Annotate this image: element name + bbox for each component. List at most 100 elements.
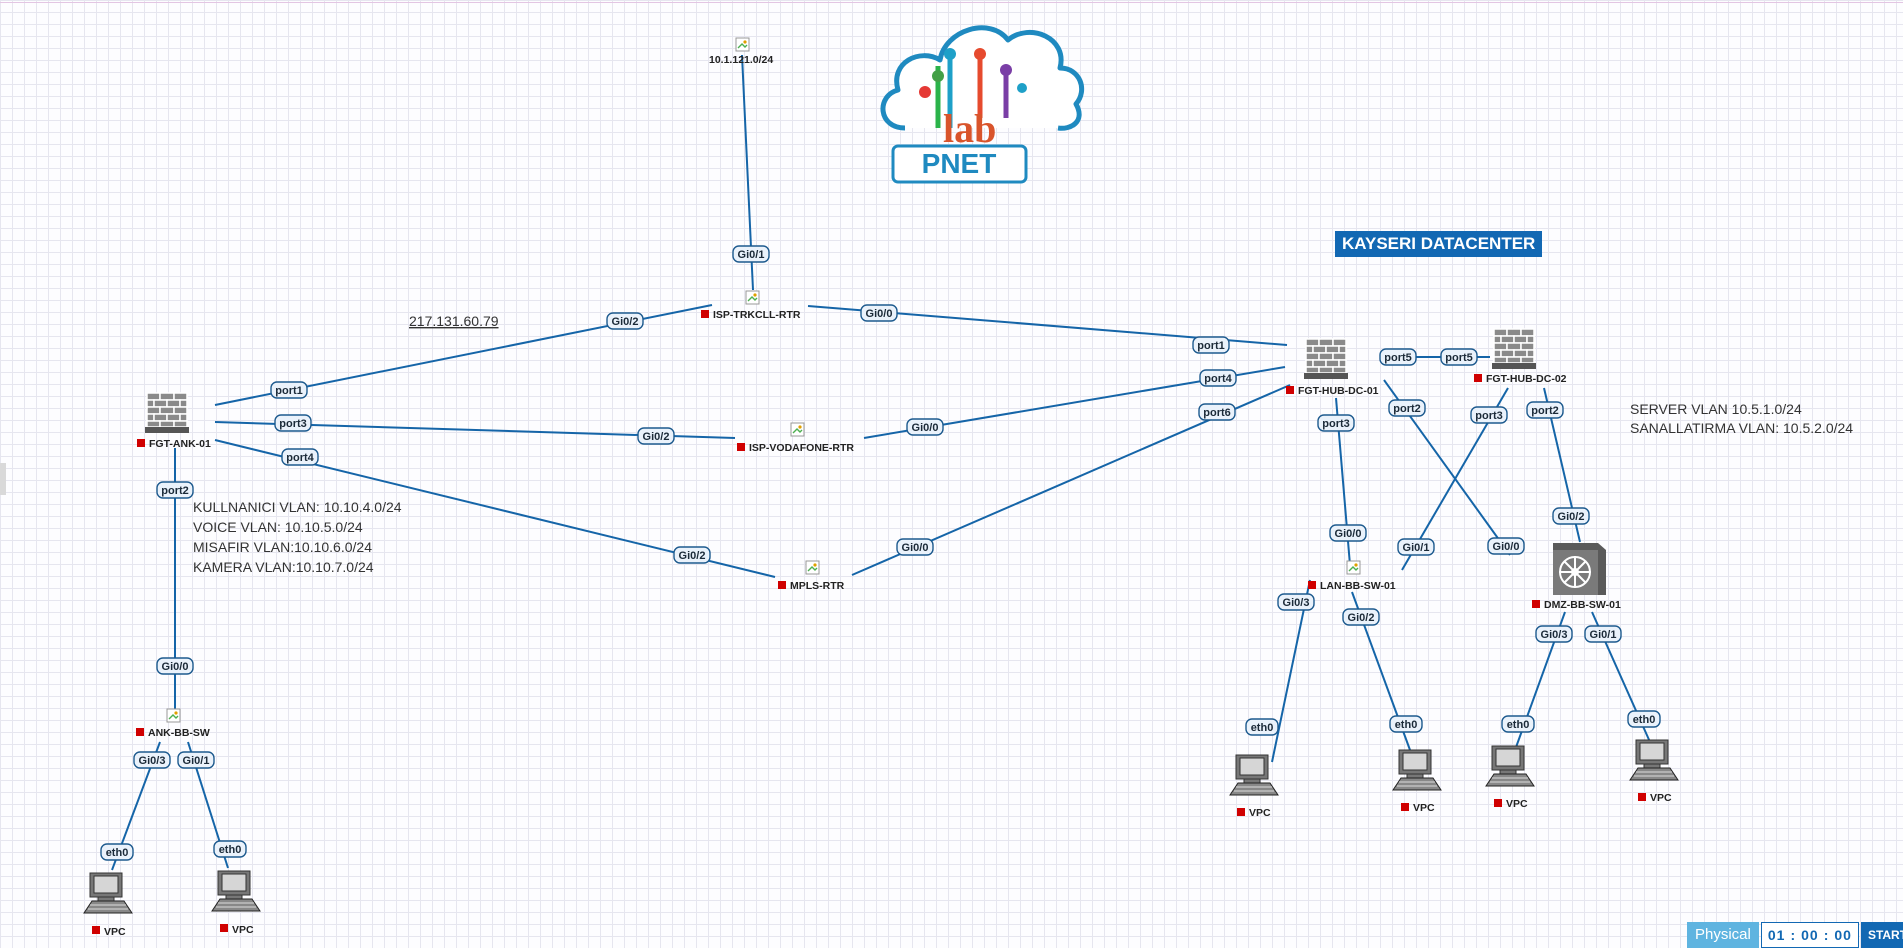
svg-text:Gi0/3: Gi0/3 <box>1283 597 1310 609</box>
node-fgt-ank[interactable]: FGT-ANK-01 <box>137 392 211 450</box>
svg-text:Gi0/1: Gi0/1 <box>1403 542 1430 554</box>
physical-view-button[interactable]: Physical <box>1687 922 1759 948</box>
if-ank-vpc2-eth0[interactable]: eth0 <box>213 840 247 858</box>
if-hub1-port3[interactable]: port3 <box>1317 414 1355 432</box>
status-indicator <box>1237 808 1245 816</box>
if-lan-gi03[interactable]: Gi0/3 <box>1277 593 1315 611</box>
if-anksw-gi03[interactable]: Gi0/3 <box>133 751 171 769</box>
if-anksw-gi01[interactable]: Gi0/1 <box>177 751 215 769</box>
if-dmz-vpc1-eth0[interactable]: eth0 <box>1501 715 1535 733</box>
status-indicator <box>92 926 100 934</box>
svg-text:eth0: eth0 <box>1395 719 1418 731</box>
node-vpc-dmz-2[interactable]: VPC <box>1629 739 1679 804</box>
node-mpls[interactable]: MPLS-RTR <box>778 560 845 592</box>
status-indicator <box>737 443 745 451</box>
if-dmz-gi02[interactable]: Gi0/2 <box>1552 507 1590 525</box>
node-label: ISP-VODAFONE-RTR <box>749 442 854 454</box>
node-label: DMZ-BB-SW-01 <box>1544 599 1621 611</box>
node-dmz-bb-sw-01[interactable]: DMZ-BB-SW-01 <box>1532 543 1621 611</box>
timer-minutes: 00 <box>1801 927 1819 943</box>
node-label: ANK-BB-SW <box>148 727 210 739</box>
if-hub1-port1[interactable]: port1 <box>1192 336 1230 354</box>
status-indicator <box>1308 581 1316 589</box>
datacenter-banner: KAYSERI DATACENTER <box>1335 231 1543 257</box>
if-hub2-port2[interactable]: port2 <box>1526 401 1564 419</box>
vlan-note: SANALLATIRMA VLAN: 10.5.2.0/24 <box>1630 420 1853 436</box>
if-lan-gi02[interactable]: Gi0/2 <box>1342 608 1380 626</box>
node-vpc-lan-2[interactable]: VPC <box>1392 749 1442 814</box>
status-indicator <box>1532 600 1540 608</box>
node-fgt-hub-dc-02[interactable]: FGT-HUB-DC-02 <box>1474 328 1567 385</box>
if-lan-gi00[interactable]: Gi0/0 <box>1329 524 1367 542</box>
if-hub2-port3[interactable]: port3 <box>1470 406 1508 424</box>
dc-vlan-notes[interactable]: SERVER VLAN 10.5.1.0/24 SANALLATIRMA VLA… <box>1630 401 1853 436</box>
if-hub2-port5[interactable]: port5 <box>1440 348 1478 366</box>
node-ank-bb-sw[interactable]: ANK-BB-SW <box>136 708 210 739</box>
svg-text:eth0: eth0 <box>219 844 242 856</box>
if-dmz-vpc2-eth0[interactable]: eth0 <box>1627 710 1661 728</box>
start-button[interactable]: START <box>1860 922 1903 948</box>
svg-text:Gi0/2: Gi0/2 <box>1558 511 1585 523</box>
status-indicator <box>1638 793 1646 801</box>
svg-text:eth0: eth0 <box>1251 722 1274 734</box>
if-mpls-gi00[interactable]: Gi0/0 <box>896 538 934 556</box>
router-image-icon <box>790 422 805 437</box>
lab-control-bar: Physical 01:00:00 START <box>1687 922 1903 948</box>
node-fgt-hub-dc-01[interactable]: FGT-HUB-DC-01 <box>1286 338 1379 397</box>
wan-ip-note[interactable]: 217.131.60.79 <box>409 313 499 329</box>
if-vod-gi00[interactable]: Gi0/0 <box>906 418 944 436</box>
svg-text:port6: port6 <box>1203 407 1231 419</box>
firewall-icon <box>144 392 190 434</box>
if-dmz-gi03[interactable]: Gi0/3 <box>1535 625 1573 643</box>
node-cloud-subnet[interactable]: 10.1.121.0/24 <box>709 37 773 66</box>
svg-text:Gi0/0: Gi0/0 <box>1335 528 1362 540</box>
if-ank-port1[interactable]: port1 <box>270 381 308 399</box>
node-isp-vodafone[interactable]: ISP-VODAFONE-RTR <box>737 422 854 454</box>
timer-seconds: 00 <box>1834 927 1852 943</box>
if-hub1-port2[interactable]: port2 <box>1388 399 1426 417</box>
if-lan-gi01[interactable]: Gi0/1 <box>1397 538 1435 556</box>
ank-vlan-notes[interactable]: KULLNANICI VLAN: 10.10.4.0/24 VOICE VLAN… <box>193 499 402 575</box>
if-ank-port3[interactable]: port3 <box>274 414 312 432</box>
vlan-note: KULLNANICI VLAN: 10.10.4.0/24 <box>193 499 402 515</box>
if-dmz-gi01[interactable]: Gi0/1 <box>1584 625 1622 643</box>
cloud-image-icon <box>735 37 750 52</box>
pc-icon <box>1229 754 1279 796</box>
if-hub1-port4[interactable]: port4 <box>1199 369 1237 387</box>
node-vpc-ank-2[interactable]: VPC <box>211 870 261 936</box>
if-vod-gi02[interactable]: Gi0/2 <box>637 427 675 445</box>
status-indicator <box>1494 799 1502 807</box>
svg-text:Gi0/0: Gi0/0 <box>912 422 939 434</box>
switch-image-icon <box>166 708 181 723</box>
pc-icon <box>1629 739 1679 781</box>
if-trk-gi01[interactable]: Gi0/1 <box>732 245 770 263</box>
if-hub1-port6[interactable]: port6 <box>1198 403 1236 421</box>
if-trk-gi00[interactable]: Gi0/0 <box>860 304 898 322</box>
if-hub1-port5[interactable]: port5 <box>1379 348 1417 366</box>
pc-icon <box>1485 745 1535 787</box>
svg-text:Gi0/0: Gi0/0 <box>866 308 893 320</box>
if-ank-port2[interactable]: port2 <box>156 481 194 499</box>
node-isp-trkcll[interactable]: ISP-TRKCLL-RTR <box>701 290 801 321</box>
node-label: VPC <box>232 924 254 936</box>
svg-text:Gi0/0: Gi0/0 <box>902 542 929 554</box>
node-vpc-dmz-1[interactable]: VPC <box>1485 745 1535 810</box>
if-mpls-gi02[interactable]: Gi0/2 <box>673 546 711 564</box>
node-vpc-lan-1[interactable]: VPC <box>1229 754 1279 819</box>
if-lan-vpc2-eth0[interactable]: eth0 <box>1389 715 1423 733</box>
svg-text:Gi0/1: Gi0/1 <box>183 755 210 767</box>
node-lan-bb-sw-01[interactable]: LAN-BB-SW-01 <box>1308 560 1396 592</box>
if-ank-port4[interactable]: port4 <box>281 448 319 466</box>
svg-text:Gi0/1: Gi0/1 <box>738 249 765 261</box>
svg-text:Gi0/1: Gi0/1 <box>1590 629 1617 641</box>
node-vpc-ank-1[interactable]: VPC <box>83 872 133 938</box>
if-dmz-gi00[interactable]: Gi0/0 <box>1487 537 1525 555</box>
if-ank-vpc1-eth0[interactable]: eth0 <box>100 843 134 861</box>
if-trk-gi02[interactable]: Gi0/2 <box>606 312 644 330</box>
if-anksw-gi00[interactable]: Gi0/0 <box>156 657 194 675</box>
sidebar-toggle[interactable] <box>0 463 6 495</box>
svg-text:eth0: eth0 <box>1507 719 1530 731</box>
if-lan-vpc1-eth0[interactable]: eth0 <box>1245 718 1279 736</box>
vlan-note: VOICE VLAN: 10.10.5.0/24 <box>193 519 363 535</box>
svg-text:Gi0/2: Gi0/2 <box>679 550 706 562</box>
